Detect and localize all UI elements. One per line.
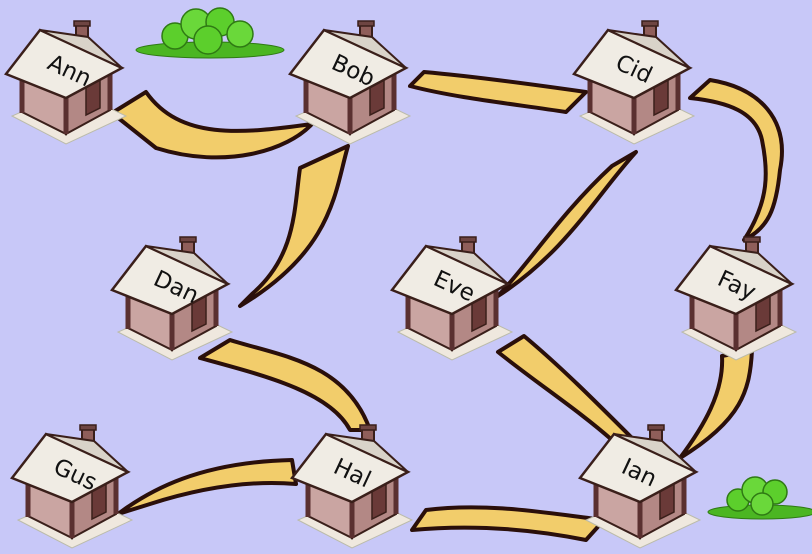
house-gus[interactable]: Gus: [12, 425, 132, 548]
path-cid-eve[interactable]: [498, 152, 636, 296]
path-cid-fay[interactable]: [690, 80, 782, 240]
house-eve[interactable]: Eve: [392, 237, 512, 360]
path-bob-cid[interactable]: [410, 72, 586, 112]
house-ann[interactable]: Ann: [6, 21, 126, 144]
path-eve-ian[interactable]: [498, 336, 634, 440]
house-cid[interactable]: Cid: [574, 21, 694, 144]
house-hal[interactable]: Hal: [292, 425, 412, 548]
path-gus-hal[interactable]: [118, 460, 296, 514]
path-ann-bob[interactable]: [112, 92, 312, 157]
path-bob-dan[interactable]: [240, 146, 348, 306]
bush-top: [136, 8, 284, 58]
path-fay-ian[interactable]: [680, 350, 752, 458]
house-fay[interactable]: Fay: [676, 237, 796, 360]
path-hal-ian[interactable]: [412, 507, 604, 540]
bush-bottom-right: [708, 477, 812, 519]
house-dan[interactable]: Dan: [112, 237, 232, 360]
path-dan-hal[interactable]: [200, 340, 370, 430]
